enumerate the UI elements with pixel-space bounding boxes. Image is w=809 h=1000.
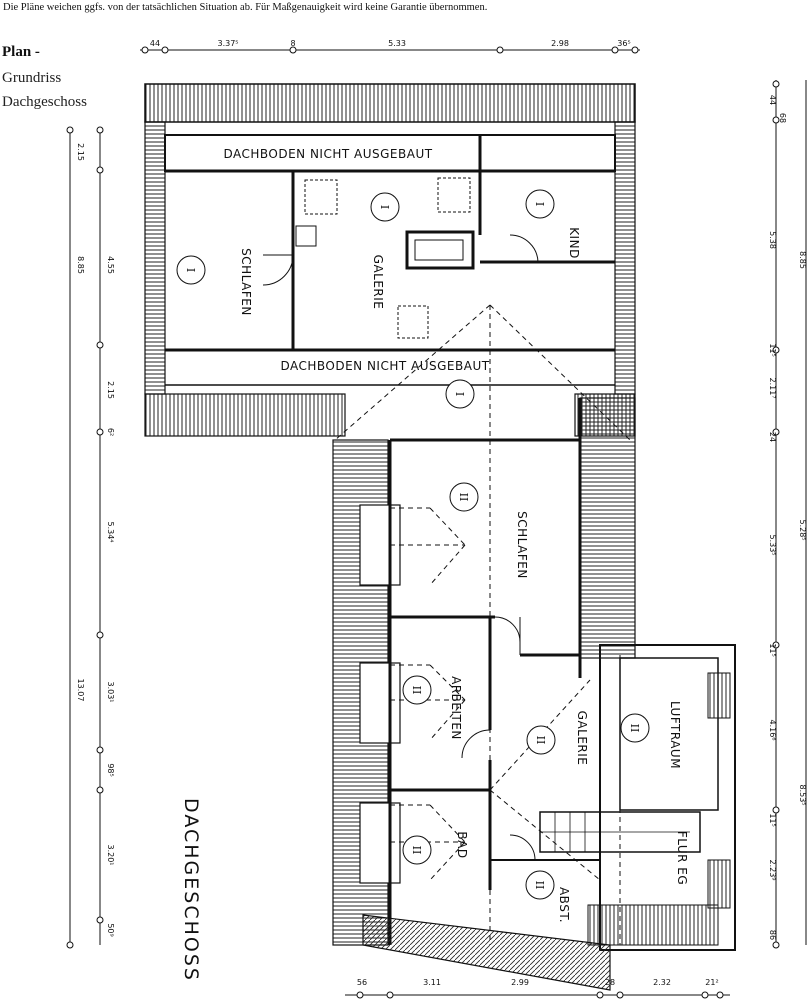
dim-left: 2.15 (76, 143, 85, 161)
dim-top: 5.33 (388, 39, 406, 48)
floor-marker (370, 192, 400, 222)
floor-marker-text: II (534, 736, 547, 745)
dim-left: 13.07 (76, 679, 85, 702)
dim-right: 68 (778, 113, 787, 123)
dim-left: 3.20¹ (106, 844, 115, 865)
floor-marker (620, 713, 650, 743)
plan-subtitle-dachgeschoss: Dachgeschoss (2, 94, 87, 110)
wall-right-upper (614, 121, 636, 395)
dim-right: 5.38 (768, 231, 777, 249)
dim-right: 11⁵ (768, 813, 777, 826)
floor-marker (526, 725, 556, 755)
dim-right: 11⁵ (768, 643, 777, 656)
floor-title-dachgeschoss: DACHGESCHOSS (180, 798, 202, 982)
floor-marker-text: I (378, 205, 391, 209)
floor-marker-text: I (533, 202, 546, 206)
label-arbeiten: ARBEITEN (449, 676, 463, 740)
dim-right: 11⁵ (768, 343, 777, 356)
dim-left: 3.03¹ (106, 681, 115, 702)
floor-marker (525, 189, 555, 219)
roof-hatch-top (144, 83, 636, 123)
floor-marker (176, 255, 206, 285)
label-dachboden-mid: DACHBODEN NICHT AUSGEBAUT (280, 359, 489, 373)
roof-hatch-bottom-left (144, 393, 346, 437)
label-galerie-low: GALERIE (575, 711, 589, 766)
wall-left-upper (144, 121, 166, 395)
label-kind: KIND (567, 227, 581, 259)
dim-right: 8.85 (798, 251, 807, 269)
dim-right: 5.33⁵ (768, 534, 777, 555)
dim-left: 98⁵ (106, 763, 115, 776)
floor-marker-text: II (457, 493, 470, 502)
roof-hatch-bottom (362, 914, 611, 991)
label-schlafen-left: SCHLAFEN (239, 248, 253, 316)
dim-bottom: 56 (357, 978, 367, 987)
dim-top: 2.98 (551, 39, 569, 48)
roof-hatch-right-middle (579, 397, 636, 659)
dim-right: 86 (768, 930, 777, 940)
dim-right: 2.11⁷ (768, 377, 777, 398)
floor-marker (449, 482, 479, 512)
dim-bottom: 3.11 (423, 978, 441, 987)
dim-left: 50⁹ (106, 923, 115, 936)
label-galerie-top: GALERIE (371, 255, 385, 310)
label-schlafen-mid: SCHLAFEN (515, 511, 529, 579)
floor-marker-text: II (628, 724, 641, 733)
room-luftraum-block (599, 644, 736, 951)
floor-marker-text: II (533, 881, 546, 890)
dim-top: 8 (290, 39, 295, 48)
label-luftraum: LUFTRAUM (668, 701, 682, 769)
floor-marker-text: II (410, 846, 423, 855)
dim-right: 5.28⁵ (798, 519, 807, 540)
label-bad: BAD (455, 831, 469, 858)
label-abst: ABST. (557, 887, 571, 923)
floor-marker (525, 870, 555, 900)
disclaimer-text: Die Pläne weichen ggfs. von der tatsächl… (3, 2, 488, 13)
dim-bottom: 2.99 (511, 978, 529, 987)
dim-left: 6² (106, 428, 115, 436)
dim-bottom: 28 (605, 978, 615, 987)
dim-top: 3.37⁵ (217, 39, 238, 48)
floor-marker (402, 675, 432, 705)
dim-left: 8.85 (76, 256, 85, 274)
floor-marker (402, 835, 432, 865)
dim-right: 24 (768, 432, 777, 442)
floor-marker-text: I (453, 392, 466, 396)
plan-title: Plan - (2, 44, 40, 60)
dim-left: 2.15 (106, 381, 115, 399)
dim-right: 4.16⁶ (768, 719, 777, 740)
floor-marker (445, 379, 475, 409)
dim-right: 8.53⁵ (798, 784, 807, 805)
label-dachboden-top: DACHBODEN NICHT AUSGEBAUT (223, 147, 432, 161)
dim-bottom: 2.32 (653, 978, 671, 987)
dim-right: 2.23⁹ (768, 859, 777, 880)
floor-marker-text: I (184, 268, 197, 272)
dim-left: 4.55 (106, 256, 115, 274)
dim-bottom: 21² (705, 978, 718, 987)
floor-marker-text: II (410, 686, 423, 695)
label-flur: FLUR EG (675, 831, 689, 885)
dim-left: 5.34⁴ (106, 521, 115, 542)
dim-right: 44 (768, 95, 777, 105)
dim-top: 36⁵ (617, 39, 630, 48)
dim-top: 44 (150, 39, 160, 48)
plan-subtitle-grundriss: Grundriss (2, 70, 62, 86)
